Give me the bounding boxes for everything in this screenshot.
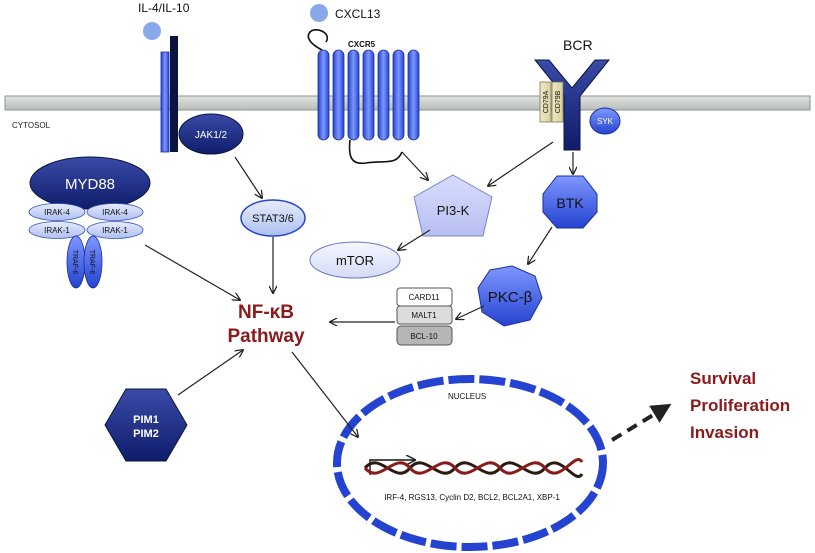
irak1-left-node [28, 221, 86, 239]
pim1-label: PIM1 [133, 414, 159, 426]
pi3k-label: PI3-K [437, 203, 470, 218]
cd79a-label: CD79A [543, 90, 550, 113]
cxcr5-label: CXCR5 [348, 40, 376, 49]
transcription-start-arrow [369, 460, 415, 475]
cd79b-chain [551, 81, 564, 123]
traf6-right-label: TRAF-6 [88, 250, 95, 275]
arrow-pkc-to-cbm [456, 305, 485, 319]
nucleus-envelope [333, 375, 607, 551]
arrow-jak-to-stat [234, 156, 262, 198]
traf6-left-label: TRAF-6 [71, 250, 78, 275]
arrow-nfkb-to-nucleus [291, 351, 358, 437]
arrow-bcr-to-pi3k [488, 141, 554, 186]
irak1-right-label: IRAK-1 [102, 226, 128, 235]
nfkb-title: NF-κB [238, 302, 294, 323]
jak-label: JAK1/2 [195, 130, 228, 141]
pi3k-node [413, 174, 493, 237]
arrow-btk-to-pkc [528, 226, 553, 264]
syk-node [589, 107, 621, 135]
il-ligand-icon [143, 22, 161, 40]
cxcr5-helices [317, 49, 420, 141]
arrow-cxcr5-to-pi3k [401, 151, 428, 180]
il-receptor-chain-light [160, 51, 170, 153]
pim-node [104, 388, 188, 462]
bcl10-box [396, 325, 453, 346]
cxcl13-label: CXCL13 [335, 7, 381, 21]
bcl10-label: BCL-10 [410, 332, 438, 341]
pkc-label: PKC-β [488, 289, 533, 306]
malt1-label: MALT1 [411, 311, 437, 320]
arrow-pim-to-nfkb [177, 350, 243, 396]
syk-label: SYK [597, 117, 614, 126]
irak4-right-label: IRAK-4 [102, 208, 128, 217]
irak4-left-node [28, 203, 86, 221]
outcome-survival: Survival [690, 369, 756, 388]
nfkb-subtitle: Pathway [227, 326, 305, 347]
irak4-right-node [86, 203, 144, 221]
arrow-myd88-to-nfkb [144, 244, 240, 300]
target-genes-label: IRF-4, RGS13, Cyclin D2, BCL2, BCL2A1, X… [384, 493, 560, 502]
btk-node [542, 175, 598, 229]
traf6-right-node [83, 235, 103, 289]
cxcr5-c-terminus [348, 139, 403, 165]
cd79b-label: CD79B [555, 90, 562, 113]
pim2-label: PIM2 [133, 428, 159, 440]
il-ligand-label: IL-4/IL-10 [138, 1, 190, 15]
dna-helix [363, 458, 584, 478]
btk-label: BTK [556, 195, 584, 211]
pkc-node [477, 265, 543, 327]
myd88-label: MYD88 [65, 176, 115, 193]
cxcr5-n-terminus [307, 28, 329, 51]
cytosol-label: CYTOSOL [12, 121, 51, 130]
malt1-box [396, 305, 453, 325]
outcome-proliferation: Proliferation [690, 396, 790, 415]
irak1-left-label: IRAK-1 [44, 226, 70, 235]
stat-label: STAT3/6 [252, 213, 294, 225]
card11-label: CARD11 [409, 293, 441, 302]
cxcl13-ligand-icon [310, 4, 328, 22]
arrow-nucleus-to-outcome [610, 403, 672, 442]
mtor-label: mTOR [336, 253, 374, 268]
cd79a-chain [539, 81, 552, 123]
irak4-left-label: IRAK-4 [44, 208, 70, 217]
cell-membrane [4, 95, 811, 111]
bcr-label: BCR [563, 37, 593, 53]
outcome-invasion: Invasion [690, 423, 759, 442]
arrow-pi3k-to-mtor [398, 229, 431, 250]
signal-arrows [144, 141, 573, 437]
il-receptor-chain-dark [170, 36, 178, 152]
jak-node [178, 113, 244, 155]
stat-node [240, 199, 306, 237]
mtor-node [309, 241, 401, 279]
nucleus-label: NUCLEUS [448, 392, 486, 401]
irak1-right-node [86, 221, 144, 239]
